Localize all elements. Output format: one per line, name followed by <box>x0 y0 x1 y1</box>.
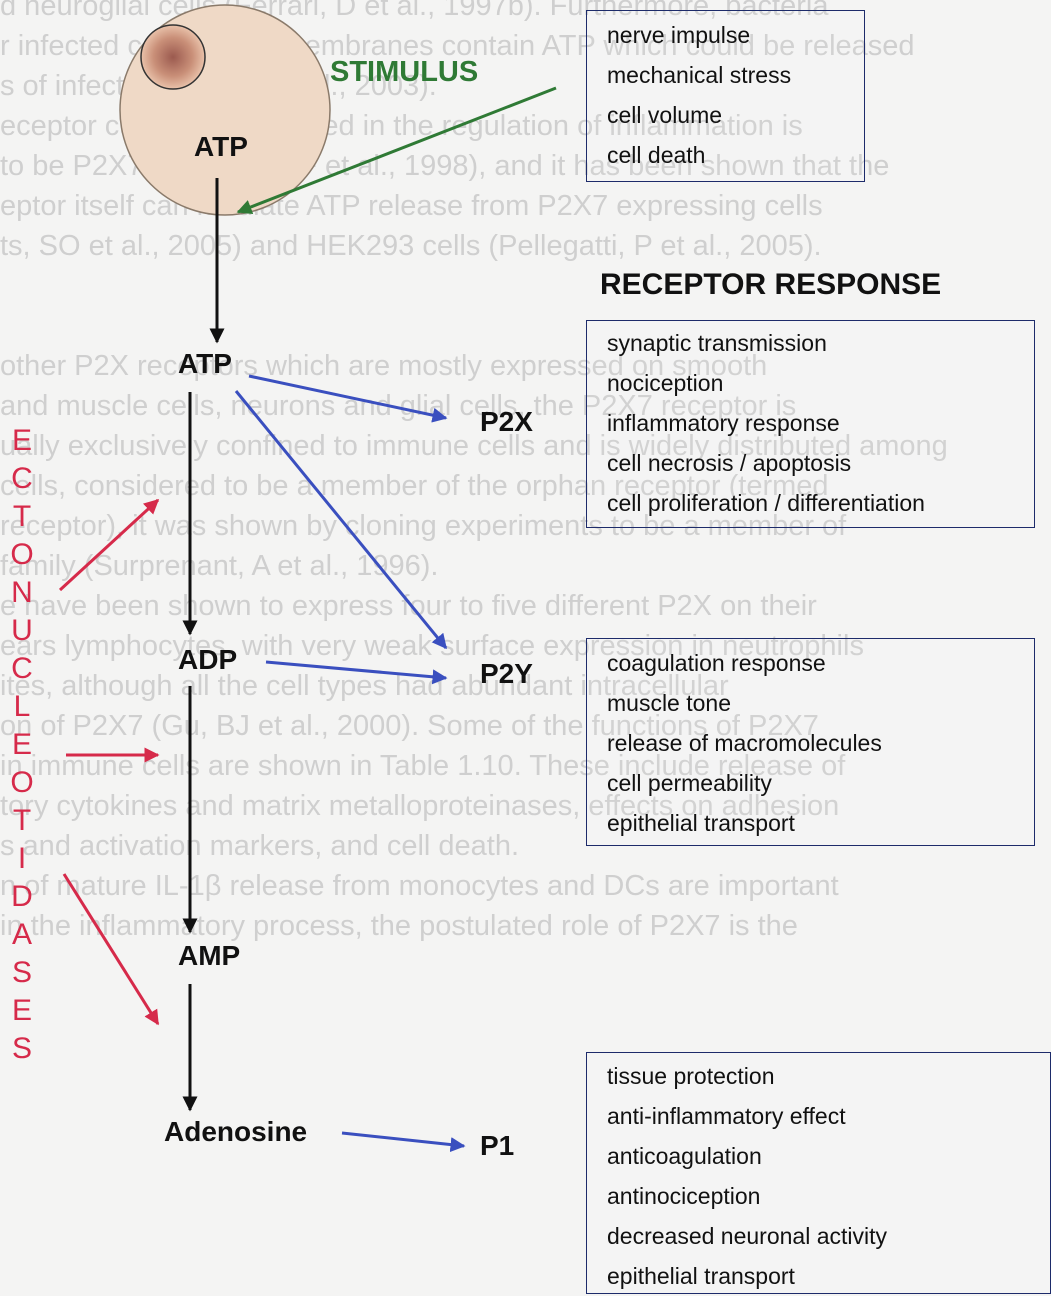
p2y-response-item: coagulation response <box>607 650 826 676</box>
ectonucleotidases-letter: D <box>11 880 33 913</box>
ectonucleotidases-letter: T <box>12 804 32 837</box>
nucleotide-adenosine: Adenosine <box>164 1116 308 1147</box>
ectonucleotidases-letter: S <box>11 956 32 989</box>
background-text-line: e have been shown to express four to fiv… <box>0 590 817 622</box>
ectonucleotidases-letter: A <box>11 918 32 951</box>
p1-response-item: epithelial transport <box>607 1263 795 1289</box>
p2x-response-item: cell proliferation / differentiation <box>607 490 925 516</box>
p2y-response-item: epithelial transport <box>607 810 795 836</box>
receptor-p2y: P2Y <box>480 658 533 689</box>
background-text-line: s and activation markers, and cell death… <box>0 830 520 862</box>
nucleotide-adp: ADP <box>178 644 238 675</box>
ecto-arrow-3 <box>62 873 160 1026</box>
ectonucleotidases-letter: C <box>11 462 33 495</box>
p1-response-item: anticoagulation <box>607 1143 762 1169</box>
stimulus-box: nerve impulse mechanical stress cell vol… <box>586 10 865 182</box>
stimulus-item: mechanical stress <box>607 62 792 88</box>
ectonucleotidases-letter: T <box>12 500 32 533</box>
p1-response-item: anti-inflammatory effect <box>607 1103 846 1129</box>
p1-response-item: decreased neuronal activity <box>607 1223 887 1249</box>
ectonucleotidases-letter: U <box>11 614 33 647</box>
background-text-line: ually exclusively confined to immune cel… <box>0 430 948 462</box>
background-text-line: ts, SO et al., 2005) and HEK293 cells (P… <box>0 230 822 262</box>
p1-response-item: antinociception <box>607 1183 761 1209</box>
arrow-atp-to-p2x <box>248 374 448 423</box>
background-text-line: receptor), it was shown by cloning exper… <box>0 510 847 542</box>
stimulus-item: cell volume <box>607 102 723 128</box>
cell-nucleus <box>140 24 206 90</box>
p1-response-box: tissue protection anti-inflammatory effe… <box>586 1052 1051 1294</box>
arrow-atp-to-p2y <box>234 390 448 650</box>
arrow-adp-to-p2y <box>265 660 448 685</box>
background-text-line: in the inflammatory process, the postula… <box>0 910 798 942</box>
receptor-p1: P1 <box>480 1130 515 1161</box>
p2x-response-box: synaptic transmission nociception inflam… <box>586 320 1035 528</box>
background-text-line: other P2X receptors which are mostly exp… <box>0 350 768 382</box>
cell-atp-label: ATP <box>194 131 248 162</box>
ectonucleotidases-letter: S <box>11 1032 32 1065</box>
receptor-p2x: P2X <box>480 406 533 437</box>
ectonucleotidases-letter: O <box>10 766 34 799</box>
receptor-response-title: RECEPTOR RESPONSE <box>600 268 942 301</box>
ectonucleotidases-letter: L <box>13 690 31 723</box>
p2y-response-item: muscle tone <box>607 690 732 716</box>
p2x-response-item: cell necrosis / apoptosis <box>607 450 852 476</box>
background-text-line: in immune cells are shown in Table 1.10.… <box>0 750 846 782</box>
p2x-response-item: synaptic transmission <box>607 330 827 356</box>
ectonucleotidases-letter: E <box>11 728 32 761</box>
background-text-line: family (Surprenant, A et al., 1996). <box>0 550 439 582</box>
p1-response-item: tissue protection <box>607 1063 775 1089</box>
p2y-response-item: cell permeability <box>607 770 772 796</box>
ectonucleotidases-letter: E <box>11 994 32 1027</box>
ectonucleotidases-letter: O <box>10 538 34 571</box>
p2y-response-box: coagulation response muscle tone release… <box>586 638 1035 846</box>
stimulus-item: cell death <box>607 142 706 168</box>
stimulus-item: nerve impulse <box>607 22 751 48</box>
background-text-line: cells, considered to be a member of the … <box>0 470 829 502</box>
ectonucleotidases-letter: N <box>11 576 33 609</box>
background-text-line: n of mature IL-1β release from monocytes… <box>0 870 839 902</box>
p2x-response-item: inflammatory response <box>607 410 840 436</box>
background-text-line: on of P2X7 (Gu, BJ et al., 2000). Some o… <box>0 710 819 742</box>
ectonucleotidases-letter: C <box>11 652 33 685</box>
stimulus-label: STIMULUS <box>330 56 479 88</box>
ectonucleotidases-letter: E <box>11 424 32 457</box>
background-text-line: ites, although all the cell types had ab… <box>0 670 729 702</box>
nucleotide-amp: AMP <box>178 940 241 971</box>
stimulus-arrow <box>236 86 557 215</box>
background-text-line: tory cytokines and matrix metalloprotein… <box>0 790 840 822</box>
ectonucleotidases-letter: I <box>17 842 27 875</box>
p2x-response-item: nociception <box>607 370 724 396</box>
p2y-response-item: release of macromolecules <box>607 730 882 756</box>
ecto-arrow-1 <box>58 498 160 592</box>
arrow-adenosine-to-p1 <box>341 1131 466 1153</box>
nucleotide-atp: ATP <box>178 348 232 379</box>
background-text-line: d neuroglial cells (Ferrari, D et al., 1… <box>0 0 829 22</box>
